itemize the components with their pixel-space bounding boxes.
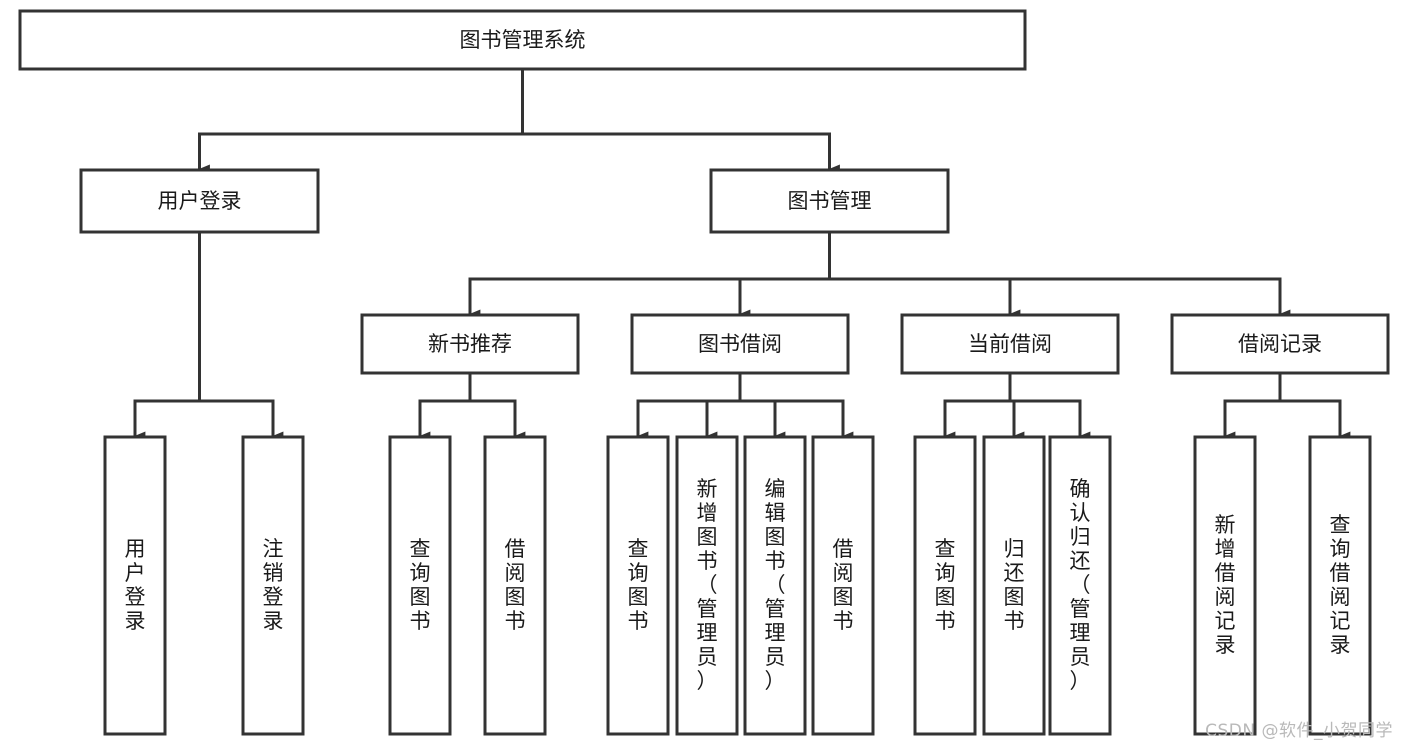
node-box-leaf-query-book-rec[interactable] <box>388 435 452 736</box>
node-label-leaf-return-book: 归还图书 <box>1004 537 1025 633</box>
node-box-leaf-query-book-borrow[interactable] <box>606 435 670 736</box>
node-box-current-borrow[interactable] <box>900 313 1120 375</box>
edges-layer <box>133 67 1351 441</box>
node-label-leaf-confirm-return: 确认归还（管理员） <box>1070 477 1091 693</box>
node-label-root: 图书管理系统 <box>460 28 586 52</box>
node-label-new-book-rec: 新书推荐 <box>428 332 512 356</box>
node-box-leaf-edit-book[interactable] <box>743 435 807 736</box>
node-box-leaf-confirm-return[interactable] <box>1048 435 1112 736</box>
node-label-leaf-borrow-book-rec: 借阅图书 <box>505 537 526 633</box>
node-box-leaf-borrow-book-rec[interactable] <box>483 435 547 736</box>
node-leaf-borrow-book-rec[interactable]: 借阅图书 <box>483 435 547 736</box>
node-label-current-borrow: 当前借阅 <box>968 332 1052 356</box>
node-leaf-confirm-return[interactable]: 确认归还（管理员） <box>1048 435 1112 736</box>
node-label-leaf-edit-book: 编辑图书（管理员） <box>765 477 786 693</box>
node-leaf-query-record[interactable]: 查询借阅记录 <box>1308 435 1372 736</box>
node-box-leaf-user-login[interactable] <box>103 435 167 736</box>
node-book-manage[interactable]: 图书管理 <box>709 168 950 234</box>
node-borrow-record[interactable]: 借阅记录 <box>1170 313 1390 375</box>
node-box-new-book-rec[interactable] <box>360 313 580 375</box>
node-leaf-query-book-rec[interactable]: 查询图书 <box>388 435 452 736</box>
node-label-leaf-add-book: 新增图书（管理员） <box>697 477 718 693</box>
node-user-login[interactable]: 用户登录 <box>79 168 320 234</box>
node-leaf-borrow-book[interactable]: 借阅图书 <box>811 435 875 736</box>
node-label-leaf-query-book-cur: 查询图书 <box>935 537 956 633</box>
node-box-borrow-record[interactable] <box>1170 313 1390 375</box>
node-leaf-query-book-borrow[interactable]: 查询图书 <box>606 435 670 736</box>
node-label-book-manage: 图书管理 <box>788 189 872 213</box>
node-box-leaf-user-logout[interactable] <box>241 435 305 736</box>
node-book-borrow[interactable]: 图书借阅 <box>630 313 850 375</box>
node-leaf-user-logout[interactable]: 注销登录 <box>241 435 305 736</box>
node-current-borrow[interactable]: 当前借阅 <box>900 313 1120 375</box>
node-box-leaf-query-record[interactable] <box>1308 435 1372 736</box>
node-root[interactable]: 图书管理系统 <box>18 9 1027 71</box>
node-leaf-query-book-cur[interactable]: 查询图书 <box>913 435 977 736</box>
watermark-label: CSDN @软件_小贺同学 <box>1205 721 1393 741</box>
nodes-layer: 图书管理系统用户登录图书管理新书推荐图书借阅当前借阅借阅记录用户登录注销登录查询… <box>18 9 1390 736</box>
node-label-borrow-record: 借阅记录 <box>1238 332 1322 356</box>
node-leaf-user-login[interactable]: 用户登录 <box>103 435 167 736</box>
node-box-book-borrow[interactable] <box>630 313 850 375</box>
node-new-book-rec[interactable]: 新书推荐 <box>360 313 580 375</box>
node-label-leaf-query-record: 查询借阅记录 <box>1330 513 1351 657</box>
node-box-leaf-add-record[interactable] <box>1193 435 1257 736</box>
node-label-book-borrow: 图书借阅 <box>698 332 782 356</box>
node-label-leaf-add-record: 新增借阅记录 <box>1215 513 1236 657</box>
node-box-leaf-return-book[interactable] <box>982 435 1046 736</box>
node-box-user-login[interactable] <box>79 168 320 234</box>
node-box-leaf-borrow-book[interactable] <box>811 435 875 736</box>
node-label-leaf-user-logout: 注销登录 <box>263 537 284 633</box>
node-leaf-add-record[interactable]: 新增借阅记录 <box>1193 435 1257 736</box>
node-leaf-edit-book[interactable]: 编辑图书（管理员） <box>743 435 807 736</box>
node-box-leaf-query-book-cur[interactable] <box>913 435 977 736</box>
node-label-user-login: 用户登录 <box>158 189 242 213</box>
node-label-leaf-borrow-book: 借阅图书 <box>833 537 854 633</box>
node-box-root[interactable] <box>18 9 1027 71</box>
node-box-book-manage[interactable] <box>709 168 950 234</box>
node-box-leaf-add-book[interactable] <box>675 435 739 736</box>
node-leaf-return-book[interactable]: 归还图书 <box>982 435 1046 736</box>
node-label-leaf-query-book-rec: 查询图书 <box>410 537 431 633</box>
node-label-leaf-query-book-borrow: 查询图书 <box>628 537 649 633</box>
node-leaf-add-book[interactable]: 新增图书（管理员） <box>675 435 739 736</box>
node-label-leaf-user-login: 用户登录 <box>125 537 146 633</box>
